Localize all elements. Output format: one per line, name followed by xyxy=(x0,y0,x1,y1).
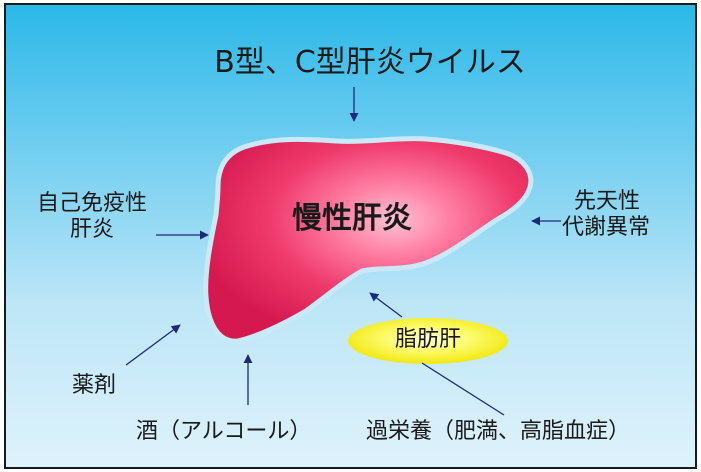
arrow-drugs xyxy=(125,324,181,366)
fatty-liver-ellipse xyxy=(348,318,508,364)
arrow-fatty-liver xyxy=(369,292,403,318)
chronic-hepatitis-label: 慢性肝炎 xyxy=(292,201,412,236)
alcohol-label: 酒（アルコール） xyxy=(136,419,312,444)
line-overnutrition xyxy=(421,362,505,416)
autoimmune-line-1: 自己免疫性 xyxy=(36,191,147,216)
liver-shape xyxy=(203,136,534,344)
fatty-liver-label: 脂肪肝 xyxy=(394,327,461,352)
virus-label: B型、C型肝炎ウイルス xyxy=(214,45,526,80)
congenital-line-1: 先天性 xyxy=(574,189,641,214)
autoimmune-line-2: 肝炎 xyxy=(69,216,114,242)
diagram-frame: B型、C型肝炎ウイルス 慢性肝炎 自己免疫性 肝炎 先天性 代謝異常 脂肪肝 薬… xyxy=(4,3,697,469)
drugs-label: 薬剤 xyxy=(72,373,117,398)
congenital-label: 先天性 代謝異常 xyxy=(562,189,650,241)
autoimmune-label: 自己免疫性 肝炎 xyxy=(30,191,200,243)
overnutrition-label: 過栄養（肥満、高脂血症） xyxy=(366,419,631,444)
congenital-line-2: 代謝異常 xyxy=(562,214,651,240)
liver-diagram xyxy=(125,87,561,416)
